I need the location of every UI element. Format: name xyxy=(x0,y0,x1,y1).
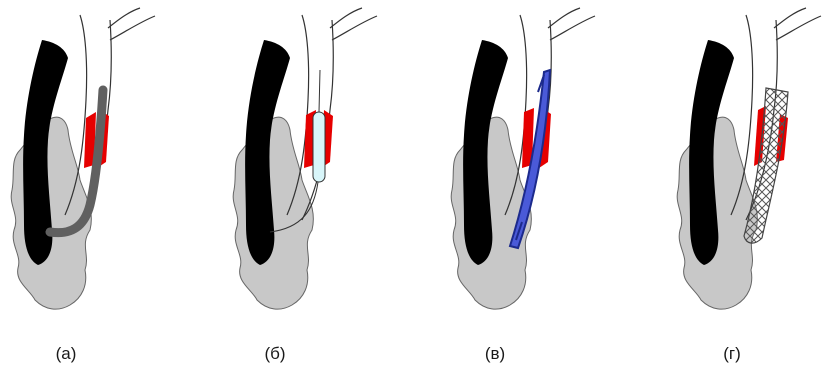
panel-label-d: (г) xyxy=(723,344,741,364)
panel-label-a: (а) xyxy=(56,344,77,364)
hepatic-branch xyxy=(774,8,821,40)
pancreas-shape xyxy=(677,117,757,309)
panel-label-b: (б) xyxy=(264,344,285,364)
metal-mesh-stent-icon xyxy=(744,88,788,243)
panel-label-c: (в) xyxy=(485,344,505,364)
